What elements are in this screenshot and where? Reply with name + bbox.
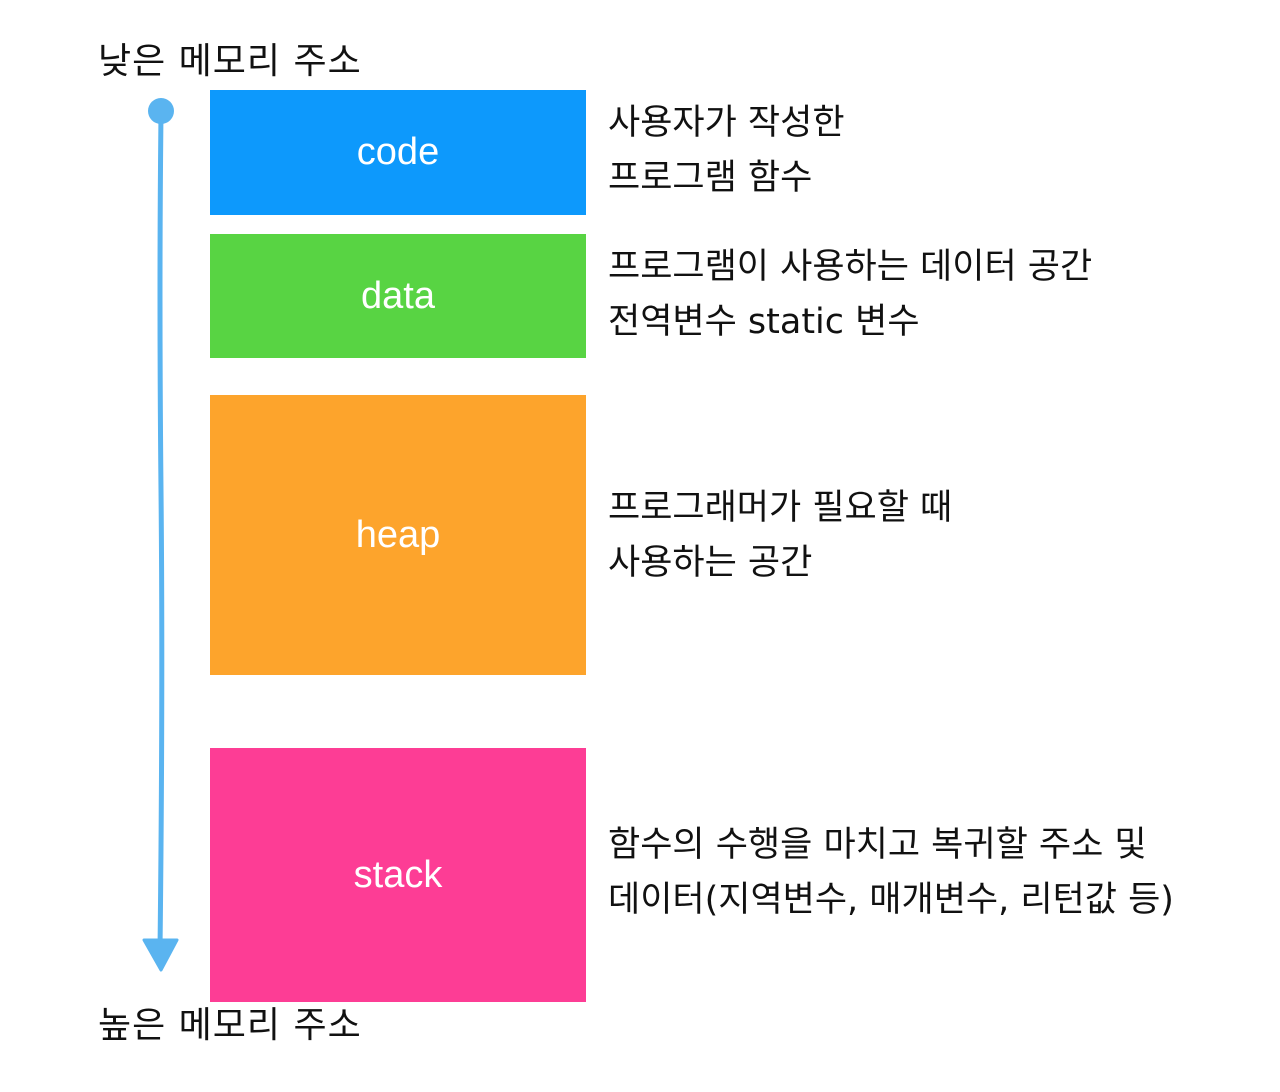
high-address-label: 높은 메모리 주소: [98, 1005, 362, 1046]
description-line: 사용하는 공간: [608, 543, 813, 583]
description-heap: 프로그래머가 필요할 때 사용하는 공간: [608, 481, 952, 591]
segment-label: code: [356, 131, 440, 173]
arrow-shaft: [157, 111, 165, 953]
description-stack: 함수의 수행을 마치고 복귀할 주소 및 데이터(지역변수, 매개변수, 리턴값…: [608, 818, 1174, 928]
segment-stack: stack: [210, 748, 586, 1002]
segment-label: data: [361, 274, 435, 317]
segment-code: code: [210, 90, 586, 215]
segment-heap: heap: [210, 395, 586, 675]
description-line: 함수의 수행을 마치고 복귀할 주소 및: [608, 825, 1147, 865]
arrow-head-icon: [142, 938, 179, 972]
arrow-start-dot: [148, 98, 174, 124]
description-line: 프로그램 함수: [608, 158, 813, 198]
segment-data: data: [210, 234, 586, 358]
description-line: 프로그래머가 필요할 때: [608, 488, 953, 528]
description-line: 전역변수 static 변수: [608, 302, 920, 342]
segment-label: stack: [353, 853, 443, 896]
description-code: 사용자가 작성한 프로그램 함수: [608, 96, 845, 206]
segment-label: heap: [355, 513, 441, 556]
description-line: 사용자가 작성한: [608, 103, 845, 143]
address-direction-arrow: [142, 98, 179, 972]
low-address-label: 낮은 메모리 주소: [98, 41, 362, 82]
description-line: 데이터(지역변수, 매개변수, 리턴값 등): [608, 880, 1174, 920]
description-line: 프로그램이 사용하는 데이터 공간: [608, 247, 1093, 287]
description-data: 프로그램이 사용하는 데이터 공간 전역변수 static 변수: [608, 240, 1092, 350]
